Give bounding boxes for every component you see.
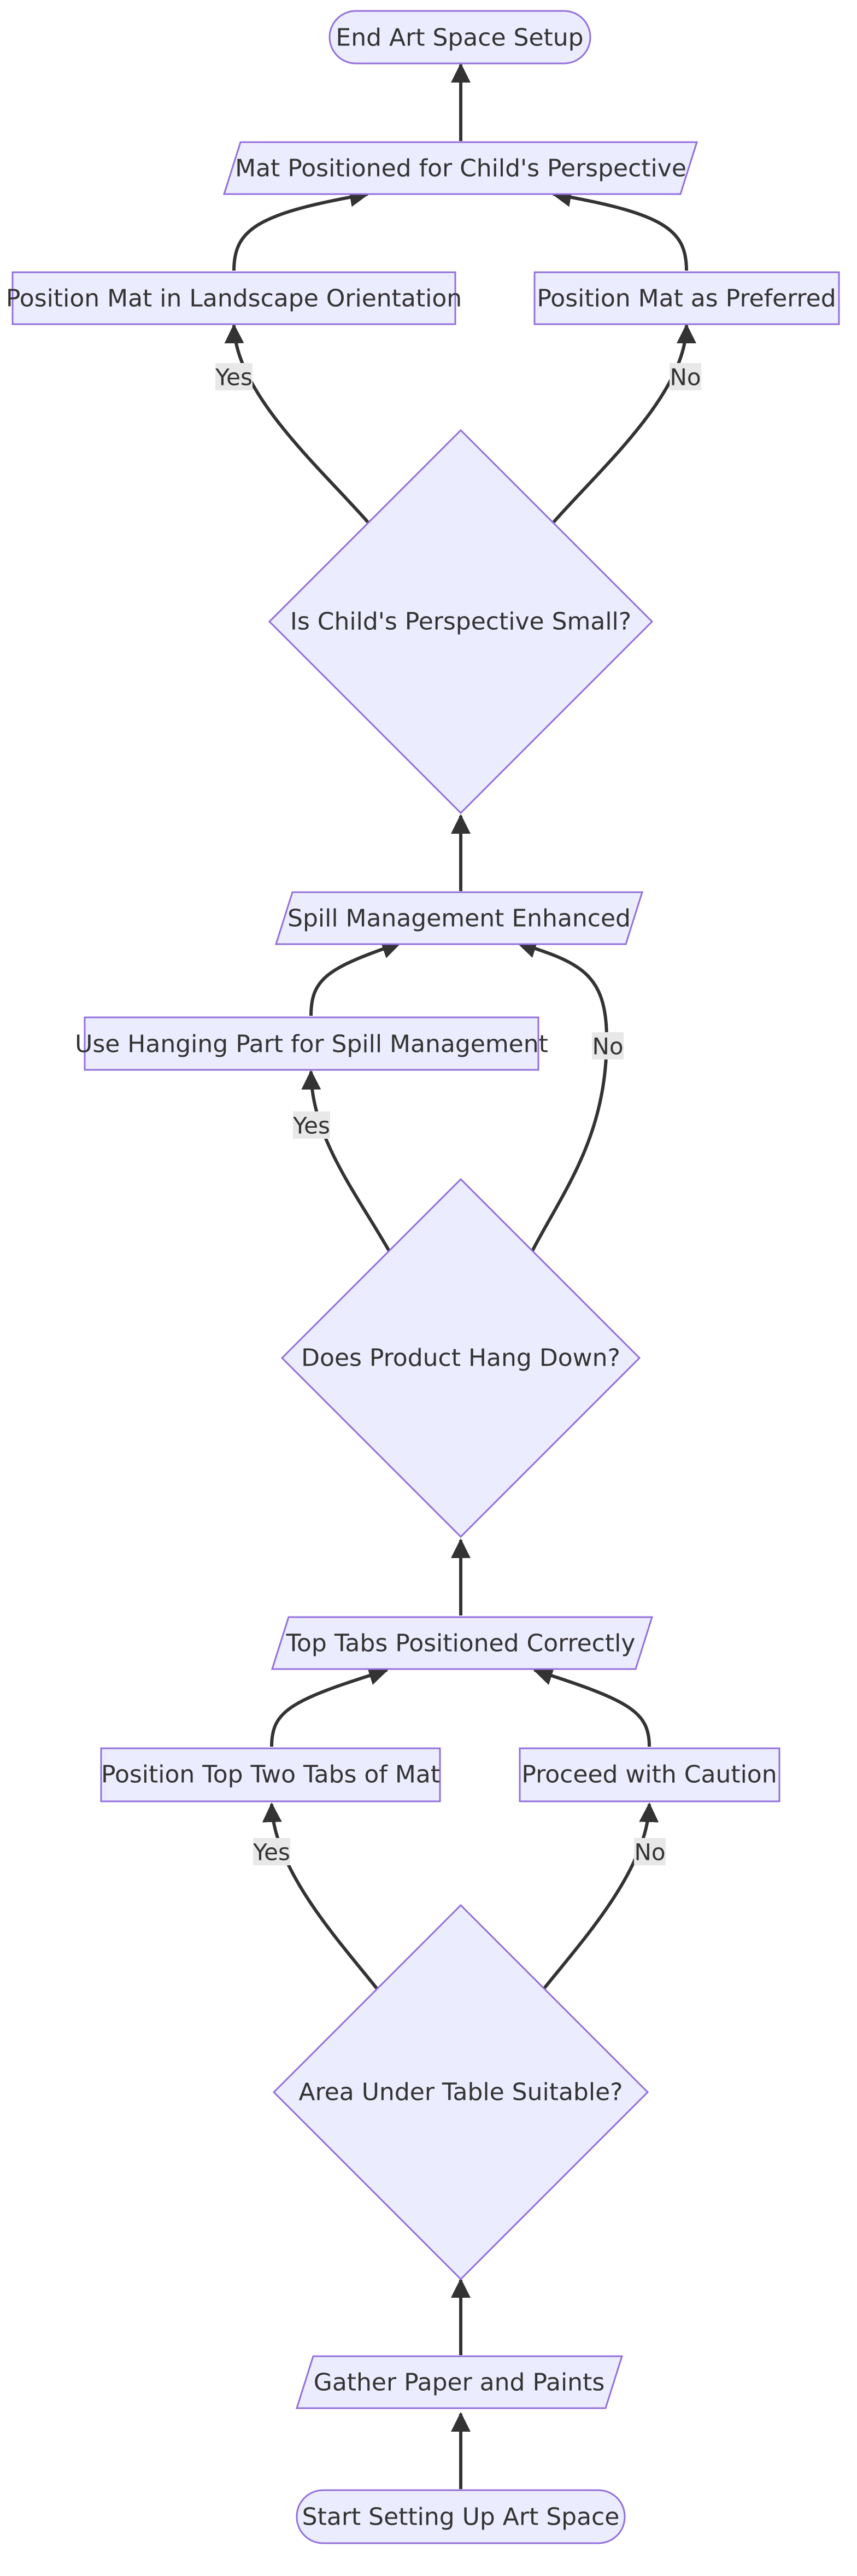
node-area-q[interactable]: Area Under Table Suitable?	[272, 1904, 649, 2281]
edge-area-q-to-caution	[542, 1802, 659, 1990]
node-label: Proceed with Caution	[521, 1761, 777, 1789]
node-gather[interactable]: Gather Paper and Paints	[295, 2355, 624, 2409]
edge-perspective-q-to-landscape	[224, 324, 369, 523]
edge-label-area-no: No	[634, 1838, 666, 1866]
edge-hang-q-to-spill-enhanced	[516, 939, 609, 1253]
node-label: Gather Paper and Paints	[314, 2369, 605, 2397]
node-landscape[interactable]: Position Mat in Landscape Orientation	[6, 271, 462, 325]
node-label: Position Mat as Preferred	[537, 285, 836, 313]
node-spill-enhanced[interactable]: Spill Management Enhanced	[274, 891, 644, 945]
edge-preferred-to-mat-positioned	[551, 187, 688, 271]
node-start[interactable]: Start Setting Up Art Space	[296, 2489, 626, 2544]
edge-caution-to-tabs-positioned	[533, 1666, 651, 1747]
node-label: Position Mat in Landscape Orientation	[6, 285, 462, 313]
edge-hang-q-to-hanging-part	[301, 1070, 391, 1253]
node-label: Position Top Two Tabs of Mat	[101, 1761, 440, 1789]
edge-label-text: No	[670, 364, 701, 391]
node-tabs-positioned[interactable]: Top Tabs Positioned Correctly	[271, 1616, 654, 1670]
edge-label-area-yes: Yes	[253, 1838, 290, 1866]
edge-label-hang-yes: Yes	[292, 1111, 330, 1139]
edge-label-hang-no: No	[592, 1032, 624, 1060]
node-end[interactable]: End Art Space Setup	[328, 10, 591, 65]
node-label: End Art Space Setup	[336, 24, 583, 52]
edge-hanging-part-to-spill-enhanced	[309, 939, 402, 1016]
node-label: Mat Positioned for Child's Perspective	[235, 155, 686, 183]
node-top-tabs[interactable]: Position Top Two Tabs of Mat	[100, 1747, 441, 1802]
node-hanging-part[interactable]: Use Hanging Part for Spill Management	[75, 1016, 548, 1071]
node-label: Does Product Hang Down?	[301, 1344, 620, 1372]
edge-label-perspective-no: No	[670, 363, 701, 391]
node-label: Area Under Table Suitable?	[298, 2079, 623, 2106]
node-label: Is Child's Perspective Small?	[290, 608, 631, 636]
edge-label-text: Yes	[292, 1113, 330, 1139]
edge-labels: Yes No Yes No Yes No	[215, 363, 701, 1866]
node-label: Start Setting Up Art Space	[302, 2503, 620, 2531]
edge-top-tabs-to-tabs-positioned	[270, 1666, 389, 1747]
nodes: End Art Space Setup Mat Positioned for C…	[6, 10, 840, 2544]
node-caution[interactable]: Proceed with Caution	[519, 1747, 780, 1802]
edge-area-q-to-top-tabs	[262, 1802, 379, 1990]
node-perspective-q[interactable]: Is Child's Perspective Small?	[268, 429, 654, 815]
node-label: Top Tabs Positioned Correctly	[286, 1630, 636, 1658]
edge-label-text: No	[592, 1033, 623, 1060]
edge-label-text: Yes	[253, 1839, 290, 1866]
node-preferred[interactable]: Position Mat as Preferred	[533, 271, 840, 325]
edge-label-text: No	[634, 1839, 665, 1866]
edge-label-perspective-yes: Yes	[215, 363, 253, 391]
edge-label-text: Yes	[215, 364, 253, 391]
node-hang-q[interactable]: Does Product Hang Down?	[280, 1178, 641, 1538]
node-label: Spill Management Enhanced	[287, 905, 631, 933]
node-label: Use Hanging Part for Spill Management	[75, 1031, 548, 1058]
node-mat-positioned[interactable]: Mat Positioned for Child's Perspective	[222, 141, 698, 195]
edge-perspective-q-to-preferred	[552, 324, 696, 523]
edge-landscape-to-mat-positioned	[232, 187, 369, 271]
